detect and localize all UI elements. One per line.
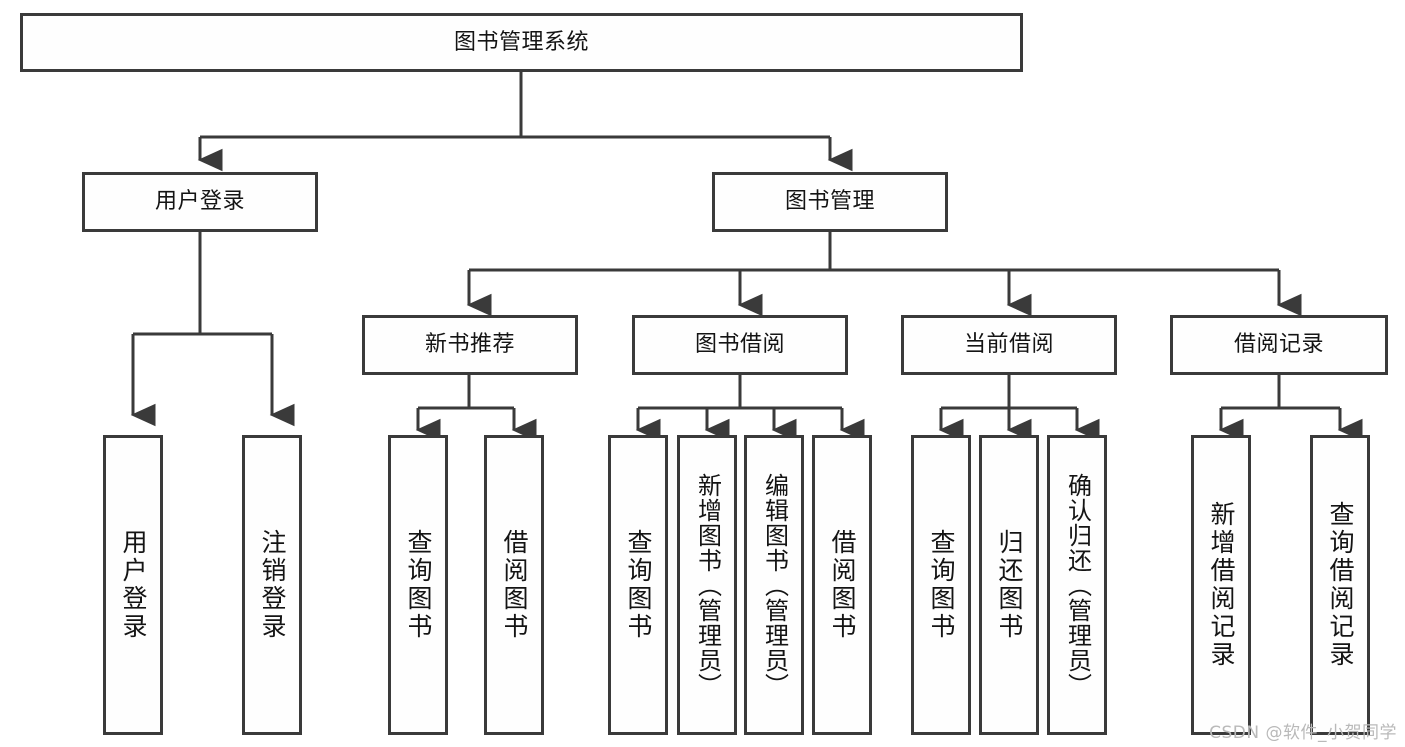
leaf-borrow-book-recommend[interactable]: 借阅图书 xyxy=(484,435,544,735)
node-label: 归还图书 xyxy=(995,529,1024,641)
node-label: 新书推荐 xyxy=(424,332,515,358)
leaf-query-book-borrow[interactable]: 查询图书 xyxy=(608,435,668,735)
node-label: 图书管理 xyxy=(784,189,875,215)
node-label: 查询图书 xyxy=(624,529,653,641)
node-label: 查询图书 xyxy=(927,529,956,641)
node-label: 新增借阅记录 xyxy=(1207,501,1236,669)
node-label: 图书借阅 xyxy=(694,332,785,358)
leaf-borrow-book-borrow[interactable]: 借阅图书 xyxy=(812,435,872,735)
leaf-confirm-return-admin[interactable]: 确认归还（管理员） xyxy=(1047,435,1107,735)
node-label: 用户登录 xyxy=(119,529,148,641)
node-label: 借阅图书 xyxy=(500,529,529,641)
leaf-query-book-recommend[interactable]: 查询图书 xyxy=(388,435,448,735)
node-book-management[interactable]: 图书管理 xyxy=(712,172,948,232)
node-book-management-system[interactable]: 图书管理系统 xyxy=(20,13,1023,72)
node-label: 确认归还（管理员） xyxy=(1063,472,1092,698)
node-label: 借阅记录 xyxy=(1233,332,1324,358)
node-label: 查询图书 xyxy=(404,529,433,641)
node-current-borrow[interactable]: 当前借阅 xyxy=(901,315,1117,375)
node-label: 用户登录 xyxy=(154,189,245,215)
node-label: 借阅图书 xyxy=(828,529,857,641)
leaf-query-book-current[interactable]: 查询图书 xyxy=(911,435,971,735)
node-label: 当前借阅 xyxy=(963,332,1054,358)
leaf-logout[interactable]: 注销登录 xyxy=(242,435,302,735)
leaf-edit-book-admin[interactable]: 编辑图书（管理员） xyxy=(744,435,804,735)
node-label: 查询借阅记录 xyxy=(1326,501,1355,669)
node-borrow-record[interactable]: 借阅记录 xyxy=(1170,315,1388,375)
node-label: 图书管理系统 xyxy=(453,29,589,55)
leaf-add-borrow-record[interactable]: 新增借阅记录 xyxy=(1191,435,1251,735)
node-new-book-recommend[interactable]: 新书推荐 xyxy=(362,315,578,375)
leaf-user-login[interactable]: 用户登录 xyxy=(103,435,163,735)
node-label: 注销登录 xyxy=(258,529,287,641)
leaf-add-book-admin[interactable]: 新增图书（管理员） xyxy=(677,435,737,735)
csdn-watermark: CSDN @软件_小贺同学 xyxy=(1209,723,1397,743)
node-book-borrow[interactable]: 图书借阅 xyxy=(632,315,848,375)
leaf-query-borrow-record[interactable]: 查询借阅记录 xyxy=(1310,435,1370,735)
node-label: 新增图书（管理员） xyxy=(693,472,722,698)
node-label: 编辑图书（管理员） xyxy=(760,472,789,698)
leaf-return-book[interactable]: 归还图书 xyxy=(979,435,1039,735)
node-user-login[interactable]: 用户登录 xyxy=(82,172,318,232)
